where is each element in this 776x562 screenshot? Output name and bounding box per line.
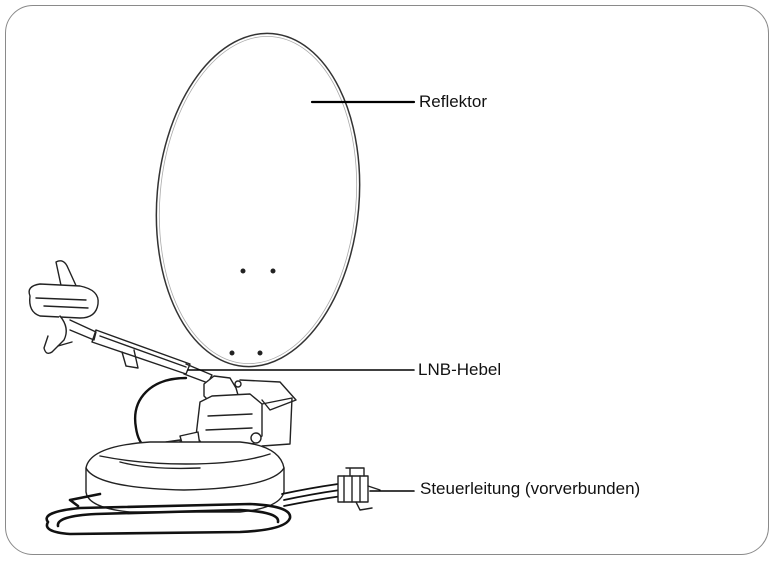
reflector-label: Reflektor — [419, 92, 488, 111]
lnb-feed — [28, 260, 99, 355]
lnb-cable — [133, 376, 188, 450]
antenna-base — [85, 441, 285, 513]
control-cable-lead — [281, 483, 343, 507]
reflector-dish — [155, 32, 361, 368]
control-cable-label: Steuerleitung (vorverbunden) — [420, 479, 641, 498]
mount-pillar — [165, 375, 297, 462]
control-cable-coil — [45, 492, 292, 536]
control-cable-connector — [337, 467, 381, 511]
lnb-lever-label: LNB-Hebel — [418, 360, 502, 379]
